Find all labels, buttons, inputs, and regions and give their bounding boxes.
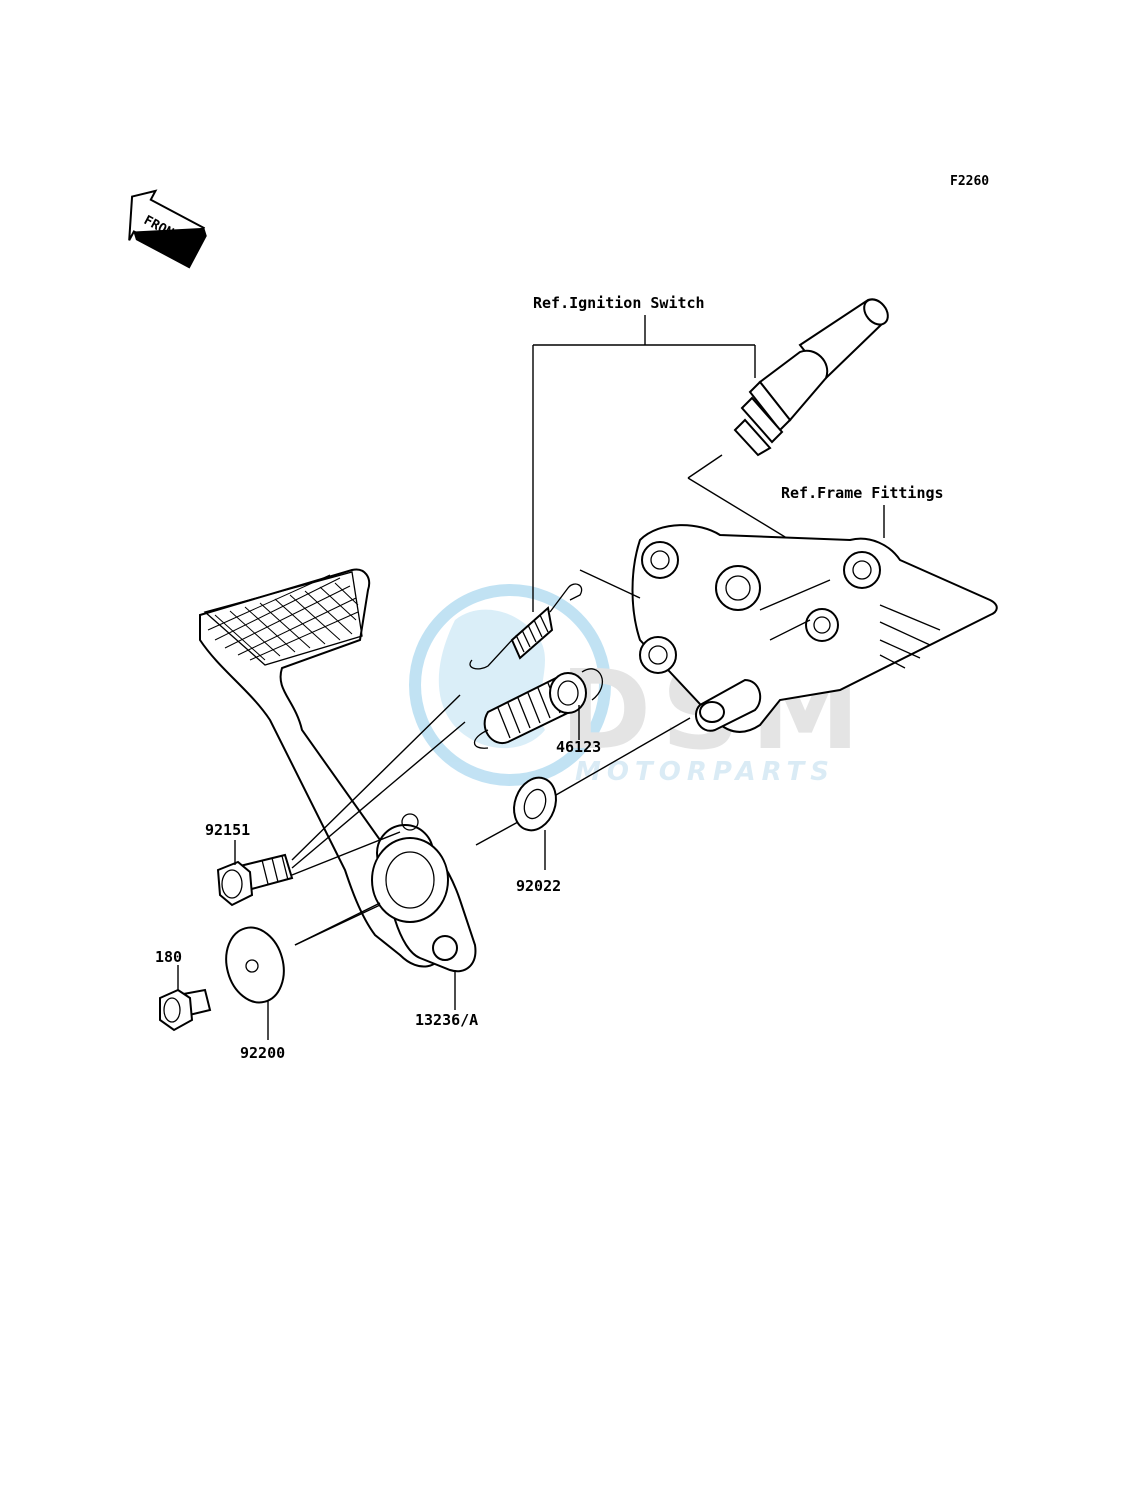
figure-code: F2260 — [950, 174, 989, 189]
brake-pedal-part — [199, 568, 477, 973]
bolt-180-part — [159, 965, 212, 1032]
part-label-92151: 92151 — [205, 821, 250, 839]
front-arrow-icon: FRONT — [128, 189, 207, 269]
watermark-globe — [409, 584, 611, 786]
bolt-92151-part — [216, 694, 466, 907]
part-label-13236a: 13236/A — [415, 1011, 478, 1029]
frame-fitting-part — [631, 524, 998, 733]
pedal-tread-pattern — [207, 574, 359, 661]
spring-46123-part — [473, 668, 603, 749]
washer-92200-part — [225, 904, 381, 1040]
part-label-180: 180 — [155, 948, 182, 966]
watermark-sub: MOTORPARTS — [575, 757, 835, 787]
part-label-92200: 92200 — [240, 1044, 285, 1062]
ref-frame-fittings-label: Ref.Frame Fittings — [781, 484, 944, 502]
ignition-switch-part — [687, 298, 889, 541]
part-label-46123: 46123 — [556, 738, 601, 756]
washer-92022-part — [475, 717, 691, 870]
ignition-switch-bracket — [532, 315, 756, 612]
part-label-92022: 92022 — [516, 877, 561, 895]
small-spring-part — [469, 569, 641, 670]
ref-ignition-switch-label: Ref.Ignition Switch — [533, 294, 705, 312]
